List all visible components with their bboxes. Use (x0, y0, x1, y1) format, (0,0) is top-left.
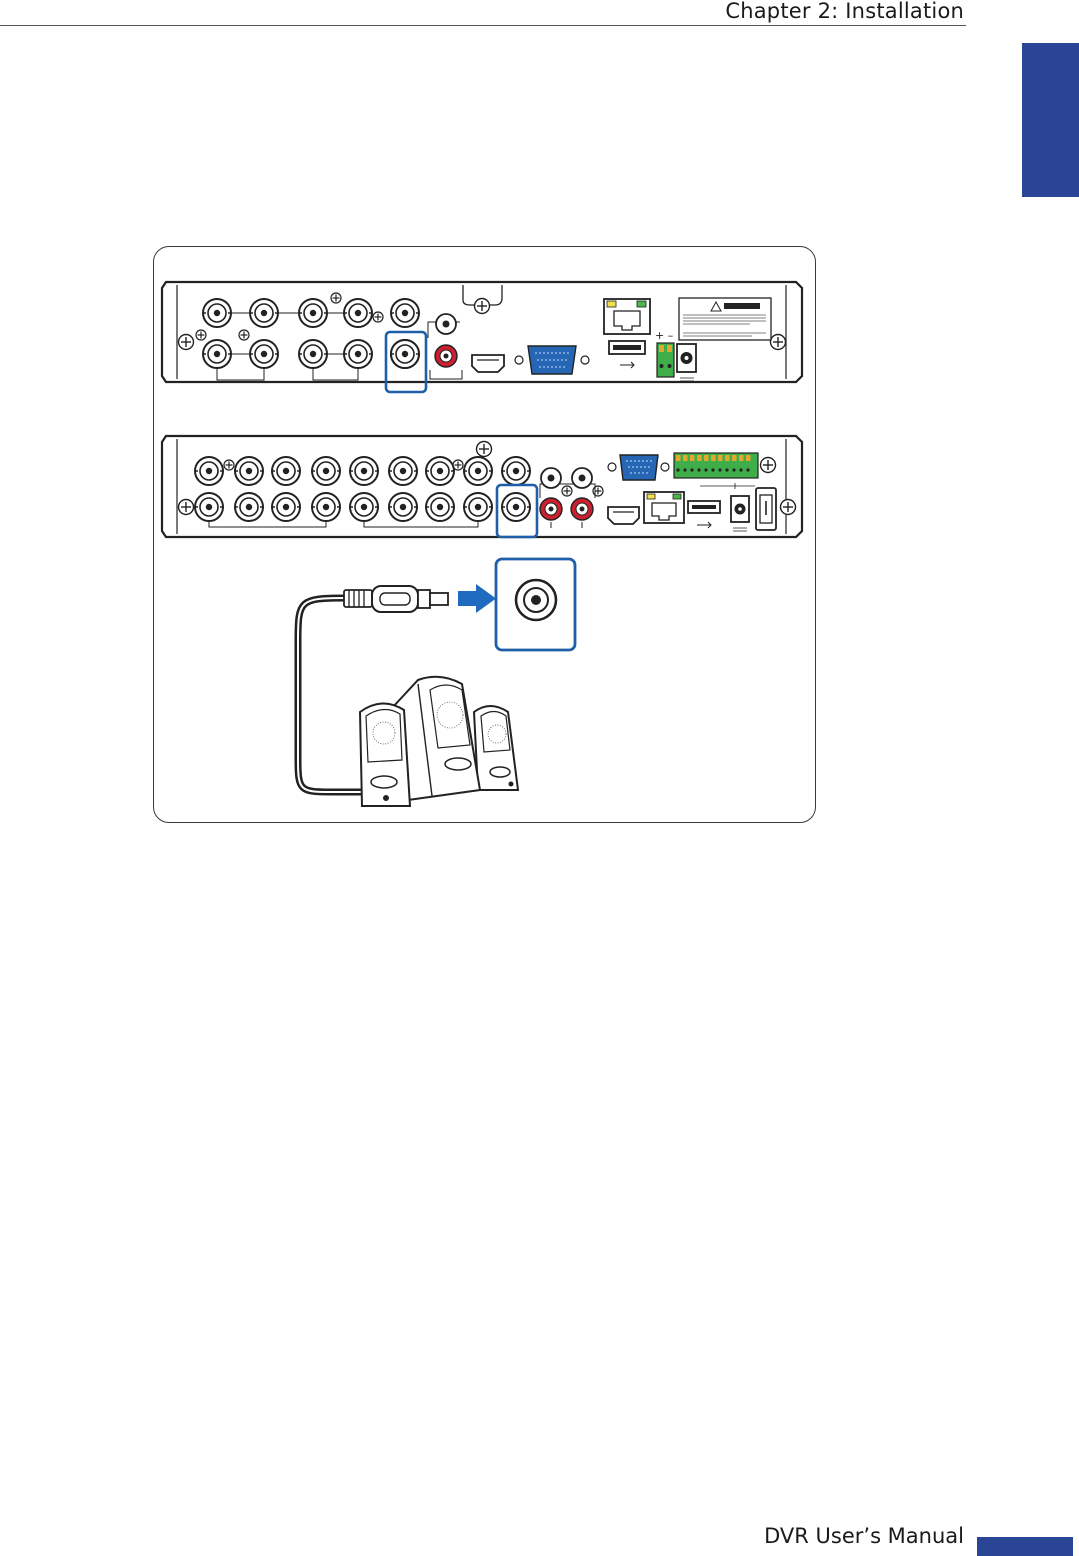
ethernet-port-icon (604, 299, 650, 334)
rca-connector-icon (572, 468, 592, 488)
bnc-connector-icon (350, 457, 378, 485)
ethernet-port-icon (644, 492, 684, 523)
rca-connector-icon (540, 498, 562, 520)
bnc-connector-icon (426, 493, 454, 521)
hdmi-port-icon (472, 355, 504, 372)
bnc-connector-icon (203, 299, 231, 327)
bnc-connector-icon (350, 493, 378, 521)
dvr-rear-panel-small: + – (162, 282, 802, 392)
arrow-right-icon (458, 584, 496, 613)
bnc-connector-icon (464, 457, 492, 485)
bnc-connector-icon (195, 493, 223, 521)
bnc-connector-icon (235, 457, 263, 485)
bnc-connector-icon (389, 493, 417, 521)
bnc-connector-icon (272, 457, 300, 485)
bnc-connector-icon (299, 340, 327, 368)
bnc-connector-icon (344, 299, 372, 327)
dvr-rear-panel-large (162, 436, 802, 537)
bnc-connector-icon (312, 493, 340, 521)
hdmi-port-icon (608, 507, 639, 524)
bnc-connector-icon (391, 340, 419, 368)
rca-connector-icon (541, 468, 561, 488)
bnc-connector-icon (464, 493, 492, 521)
bnc-connector-icon (426, 457, 454, 485)
footer-manual-title: DVR User’s Manual (764, 1524, 964, 1548)
bnc-connector-icon (502, 493, 530, 521)
bnc-connector-icon (344, 340, 372, 368)
bnc-connector-icon (195, 457, 223, 485)
bnc-connector-icon (250, 340, 278, 368)
bnc-connector-icon (299, 299, 327, 327)
rca-connector-icon (436, 314, 456, 334)
rca-connector-icon (435, 345, 457, 367)
bnc-connector-icon (203, 340, 231, 368)
power-switch-icon (756, 488, 776, 530)
callout-audio-out (496, 559, 575, 650)
rca-connector-icon (571, 498, 593, 520)
bnc-connector-icon (502, 457, 530, 485)
bnc-connector-icon (391, 299, 419, 327)
bnc-connector-icon (272, 493, 300, 521)
bnc-connector-icon (250, 299, 278, 327)
warning-label-icon (679, 298, 771, 340)
bnc-connector-icon (389, 457, 417, 485)
bnc-connector-icon (312, 457, 340, 485)
footer-page-tab (977, 1537, 1073, 1556)
speaker-icon (360, 677, 518, 806)
terminal-block-icon: + – (655, 329, 674, 377)
bnc-connector-icon (235, 493, 263, 521)
svg-text:+ –: + – (655, 329, 673, 342)
